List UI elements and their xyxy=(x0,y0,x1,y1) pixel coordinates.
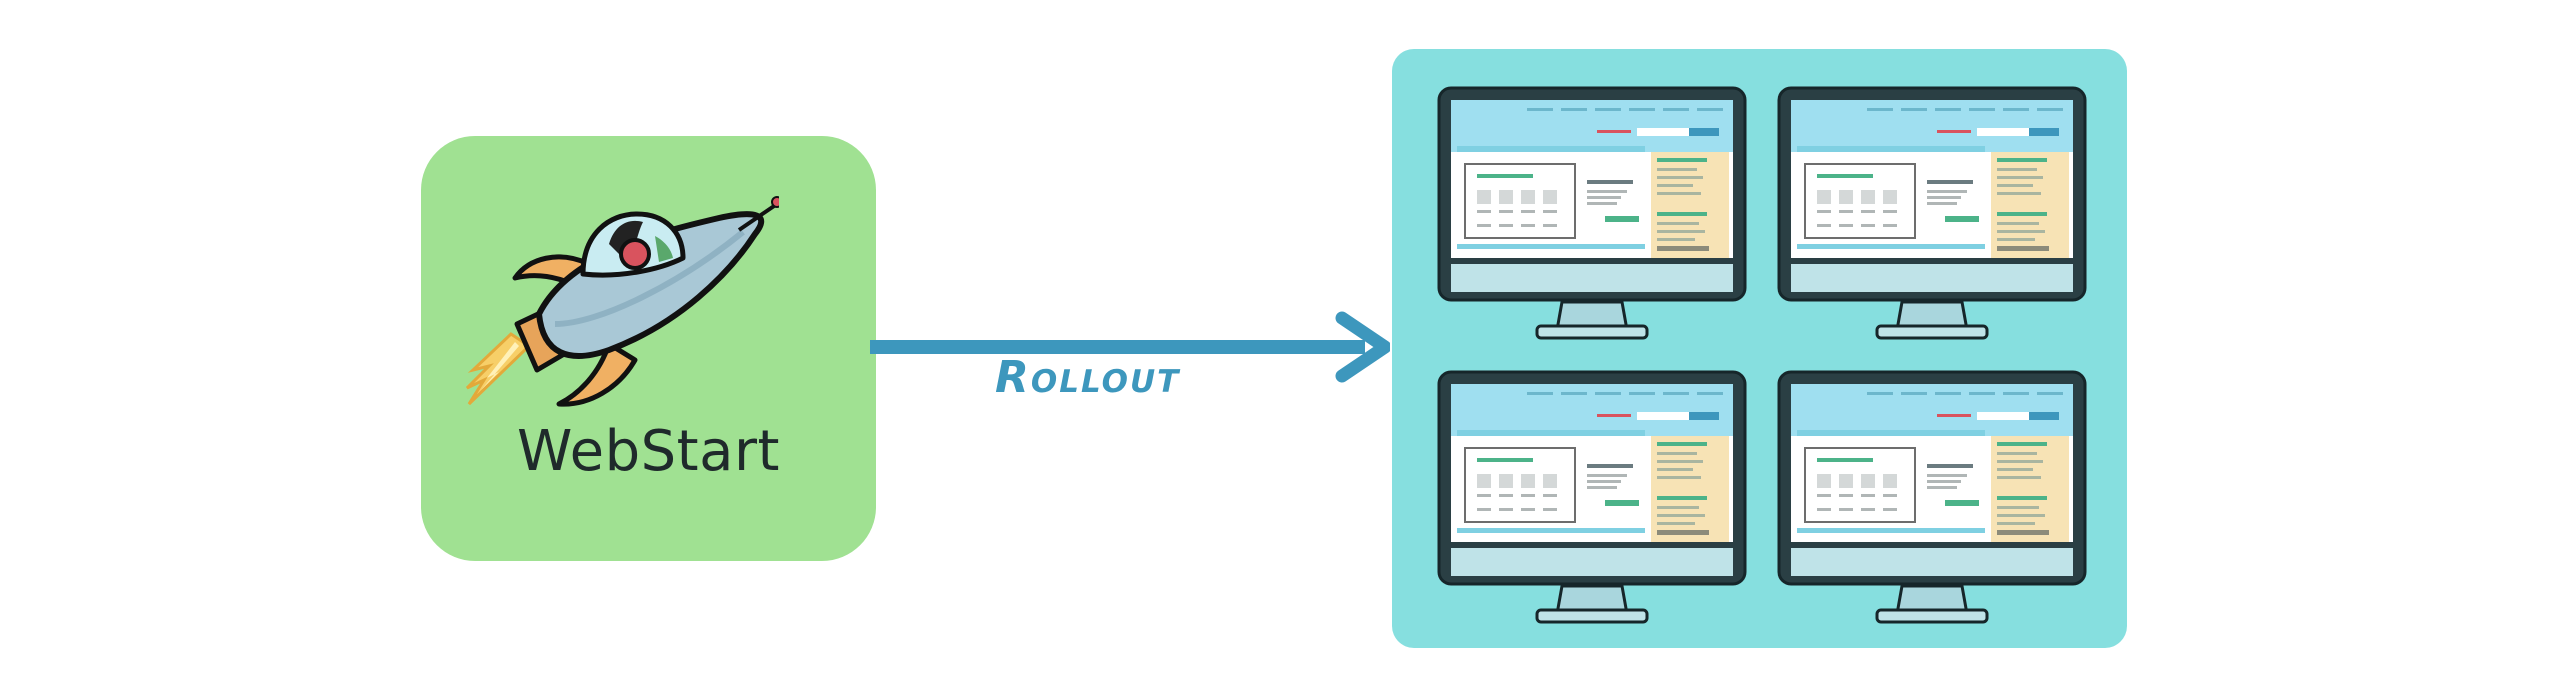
rollout-arrow xyxy=(870,311,1390,383)
monitor-icon xyxy=(1437,86,1747,340)
monitor-icon xyxy=(1777,370,2087,624)
webstart-label: WebStart xyxy=(517,419,780,484)
webstart-node: WebStart xyxy=(421,136,876,561)
target-node xyxy=(1392,49,2127,648)
rocket-icon xyxy=(465,196,779,407)
rollout-label: Rollout xyxy=(995,352,1181,403)
monitor-icon xyxy=(1437,370,1747,624)
monitor-icon xyxy=(1777,86,2087,340)
